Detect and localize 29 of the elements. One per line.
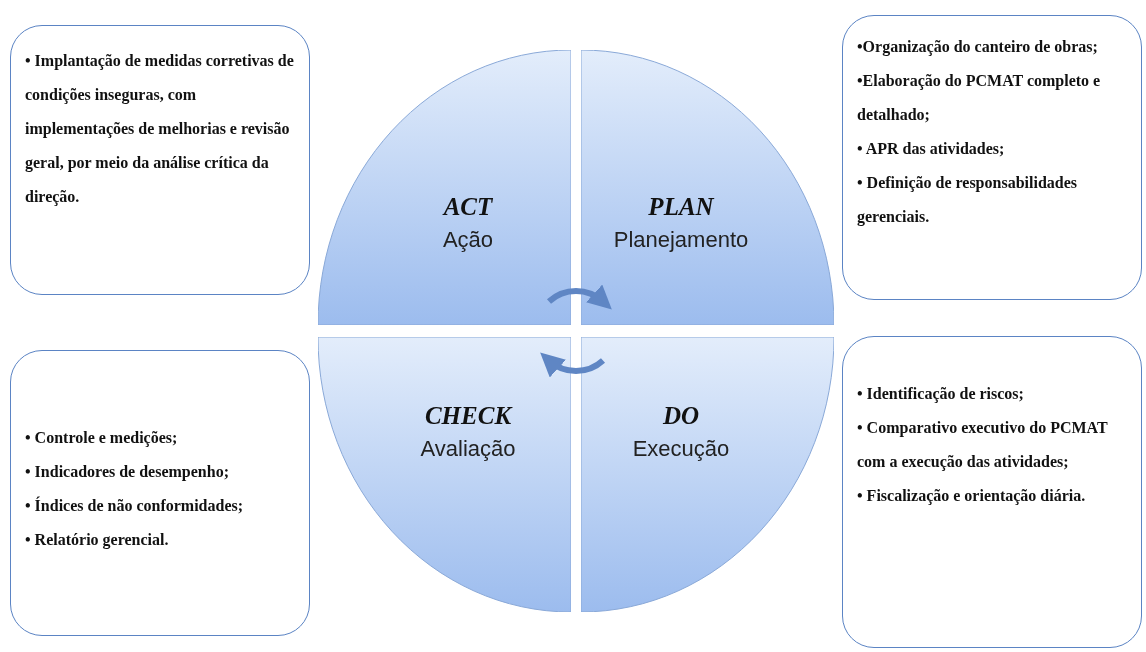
bullet-item: • Fiscalização e orientação diária. [857, 486, 1087, 507]
text-card [842, 336, 1142, 648]
bullet-item: • Controle e medições; [25, 428, 179, 449]
cycle-quadrant [581, 337, 834, 612]
bullet-item: •Elaboração do PCMAT completo e detalhado; [857, 71, 1102, 125]
phase-title: DO [661, 401, 701, 431]
phase-title: CHECK [423, 401, 514, 431]
text-card [10, 350, 310, 636]
cycle-quadrant [581, 50, 834, 325]
bullet-item: • Indicadores de desempenho; [25, 462, 230, 483]
phase-name: Avaliação [419, 435, 517, 463]
phase-name: Execução [631, 435, 731, 463]
bullet-item: •Organização do canteiro de obras; [857, 37, 1099, 58]
bullet-item: • Definição de responsabilidades gerenciais. [857, 173, 1078, 228]
bullet-item: • Identificação de riscos; [857, 384, 1025, 405]
phase-name: Planejamento [612, 226, 750, 254]
phase-title: PLAN [647, 192, 716, 222]
bullet-item: • Implantação de medidas corretivas de condições inseguras, com implementações de melhorias e revisão geral, por meio da análise crítica da direção. [25, 51, 295, 208]
bullet-item: • Comparativo executivo do PCMAT com a execução das atividades; [857, 418, 1109, 473]
cycle-quadrant [318, 337, 571, 612]
phase-title: ACT [441, 192, 494, 222]
cycle-arrow [539, 352, 605, 378]
bullet-item: • Índices de não conformidades; [25, 495, 245, 516]
text-card [10, 25, 310, 295]
bullet-item: • Relatório gerencial. [25, 530, 170, 551]
text-card [842, 15, 1142, 300]
cycle-quadrant [318, 50, 571, 325]
phase-name: Ação [441, 226, 495, 254]
bullet-item: • APR das atividades; [857, 139, 1006, 159]
